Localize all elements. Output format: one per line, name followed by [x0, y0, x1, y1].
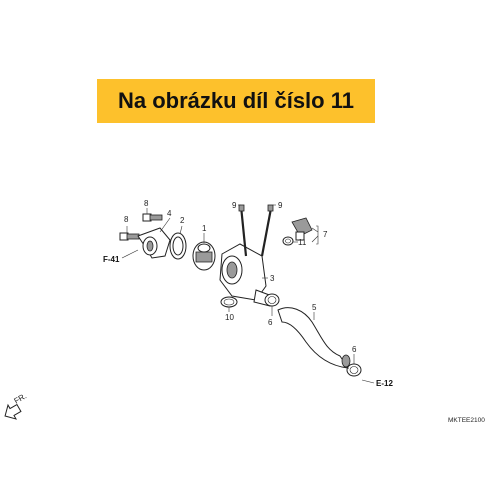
callout-11: 11 [298, 238, 307, 247]
callout-2: 2 [180, 216, 185, 225]
callout-6-upper: 6 [268, 318, 273, 327]
callout-6-lower: 6 [352, 345, 357, 354]
hose-clamp-6-upper [264, 293, 280, 307]
callout-8-upper: 8 [144, 199, 149, 208]
ref-f41: F-41 [103, 255, 120, 264]
banner-text: Na obrázku díl číslo 11 [118, 88, 354, 113]
front-arrow-icon [4, 403, 22, 420]
front-label: FR. [13, 391, 29, 405]
o-ring-11 [282, 236, 294, 246]
long-bolt-9-left [238, 204, 248, 257]
highlight-banner: Na obrázku díl číslo 11 [97, 79, 375, 123]
callout-10: 10 [225, 313, 234, 322]
hose-clamp-6-lower [346, 363, 362, 377]
water-hose [277, 307, 351, 369]
bolt-8-lower [119, 232, 140, 241]
diagram-code: MKTEE2100 [448, 417, 485, 424]
ref-e12: E-12 [376, 379, 393, 388]
callout-8-lower: 8 [124, 215, 129, 224]
thermostat [192, 241, 216, 271]
callout-3: 3 [270, 274, 275, 283]
callout-1: 1 [202, 224, 207, 233]
callout-9-right: 9 [278, 201, 283, 210]
long-bolt-9-right [260, 204, 274, 257]
o-ring-10 [220, 296, 238, 308]
water-pipe-elbow [137, 227, 171, 259]
callout-9-left: 9 [232, 201, 237, 210]
bolt-8-upper [142, 213, 163, 222]
temperature-sensor [291, 217, 313, 241]
gasket-ring [169, 232, 187, 260]
callout-7: 7 [323, 230, 328, 239]
callout-4: 4 [167, 209, 172, 218]
callout-5: 5 [312, 303, 317, 312]
